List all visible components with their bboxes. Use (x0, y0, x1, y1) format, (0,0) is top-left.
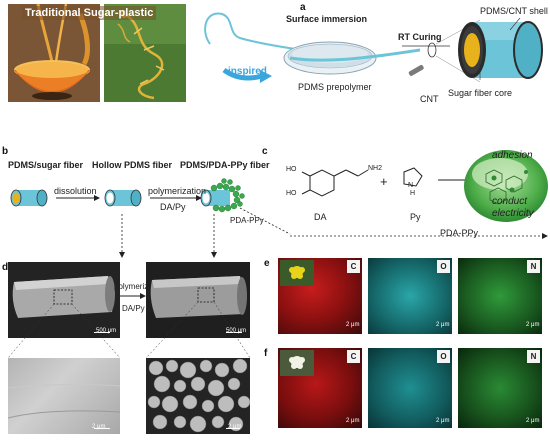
adhesion-label: adhesion (492, 150, 533, 161)
n-label: N (408, 182, 414, 189)
sem-ppy-particles (146, 358, 250, 434)
photo-title: Traditional Sugar-plastic (22, 6, 157, 20)
map-f-oxygen: O (368, 348, 452, 428)
h-label: H (410, 190, 416, 197)
panel-f-letter: f (264, 348, 268, 359)
dissolution-label: dissolution (54, 186, 97, 196)
inset-e-flower (289, 266, 305, 279)
panel-b-letter: b (2, 146, 9, 157)
panel-b-diagram (10, 178, 291, 258)
panel-d-arrow (120, 293, 146, 299)
surface-immersion-label: Surface immersion (286, 14, 368, 24)
inset-f-photo (280, 350, 314, 376)
da-py-label-b: DA/Py (160, 202, 186, 212)
sem-hollow-fiber (8, 262, 120, 338)
map-e-carbon: C (278, 258, 362, 334)
map-f-nitrogen: N (458, 348, 542, 428)
ho1-label: HO (286, 166, 297, 173)
scale-500-right: 500 μm (226, 328, 247, 334)
zoom-lines (7, 301, 251, 359)
rt-curing-label: RT Curing (398, 32, 442, 42)
cnt-label: CNT (420, 94, 439, 104)
map-e-o-label: O (437, 260, 450, 273)
nh2-label: NH2 (368, 165, 383, 172)
pda-ppy-label-b: PDA-PPy (230, 216, 264, 225)
scale-f-2: 2 μm (436, 418, 450, 424)
sem-ppy-particles-image (146, 358, 250, 434)
py-label: Py (410, 212, 421, 222)
map-f-carbon: C (278, 348, 362, 428)
inspired-label: inspired (228, 66, 267, 77)
hollow-pdms-fiber-label: Hollow PDMS fiber (92, 160, 173, 170)
map-e-oxygen: O (368, 258, 452, 334)
electricity-label: electricity (492, 208, 534, 219)
sugar-dragon-photo (104, 4, 186, 102)
conduct-label: conduct (492, 196, 528, 207)
inset-e-photo (280, 260, 314, 286)
panel-a-letter: a (300, 2, 306, 13)
pdms-prepolymer-label: PDMS prepolymer (298, 82, 372, 92)
sem-smooth-surface (8, 358, 120, 434)
scale-e-3: 2 μm (526, 322, 540, 328)
scale-500-left: 500 μm (96, 328, 117, 334)
pdms-sugar-fiber-label: PDMS/sugar fiber (8, 160, 84, 170)
scale-f-1: 2 μm (346, 418, 360, 424)
pdms-pda-ppy-fiber-label: PDMS/PDA-PPy fiber (180, 160, 270, 170)
sem-coated-fiber-image (146, 262, 250, 338)
sugar-bowl-illustration (8, 4, 100, 102)
sugar-bowl-photo (8, 4, 100, 102)
map-f-c-label: C (347, 350, 360, 363)
panel-c-diagram (290, 150, 548, 239)
da-py-label-d: DA/Py (122, 304, 145, 313)
ho2-label: HO (286, 190, 297, 197)
map-e-n-label: N (527, 260, 540, 273)
panel-d-letter: d (2, 262, 9, 273)
scale-f-3: 2 μm (526, 418, 540, 424)
inset-f-flower (289, 356, 305, 369)
map-e-c-label: C (347, 260, 360, 273)
sugar-fiber-core-label: Sugar fiber core (448, 88, 513, 98)
pda-ppy-label-c: PDA-PPy (440, 228, 479, 238)
polymerization-label-d: polymerization (114, 282, 166, 291)
da-label: DA (314, 212, 327, 222)
scale-2-right: 2 μm (228, 424, 242, 430)
plus-label: + (380, 174, 388, 189)
map-e-nitrogen: N (458, 258, 542, 334)
scale-2-left: 2 μm (92, 424, 106, 430)
scale-e-2: 2 μm (436, 322, 450, 328)
sem-hollow-fiber-image (8, 262, 120, 338)
panel-a-diagram (204, 12, 543, 83)
panel-e-letter: e (264, 258, 270, 269)
panel-c-letter: c (262, 146, 268, 157)
map-f-n-label: N (527, 350, 540, 363)
scale-e-1: 2 μm (346, 322, 360, 328)
pdms-cnt-shell-label: PDMS/CNT shell (480, 6, 548, 16)
sem-coated-fiber (146, 262, 250, 338)
map-f-o-label: O (437, 350, 450, 363)
sem-smooth-surface-image (8, 383, 120, 419)
polymerization-label-b: polymerization (148, 186, 207, 196)
